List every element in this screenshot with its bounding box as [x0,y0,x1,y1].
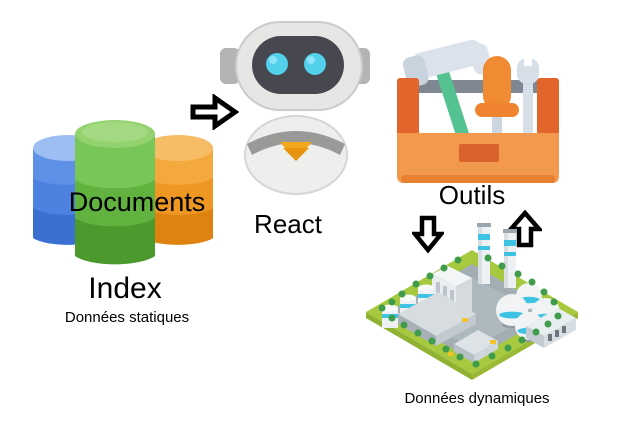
database-cylinders-icon [33,120,213,265]
toolbox-icon [397,40,559,183]
factory-subtitle-label: Données dynamiques [404,390,550,407]
outils-label: Outils [438,180,506,210]
index-subtitle-label: Données statiques [64,309,190,326]
documents-label: Documents [68,187,206,217]
arrow-down-icon [412,215,444,253]
factory-icon [366,223,578,380]
index-label: Index [88,272,162,305]
robot-icon [220,21,370,195]
arrow-right-icon [190,94,239,130]
react-label: React [254,209,322,239]
